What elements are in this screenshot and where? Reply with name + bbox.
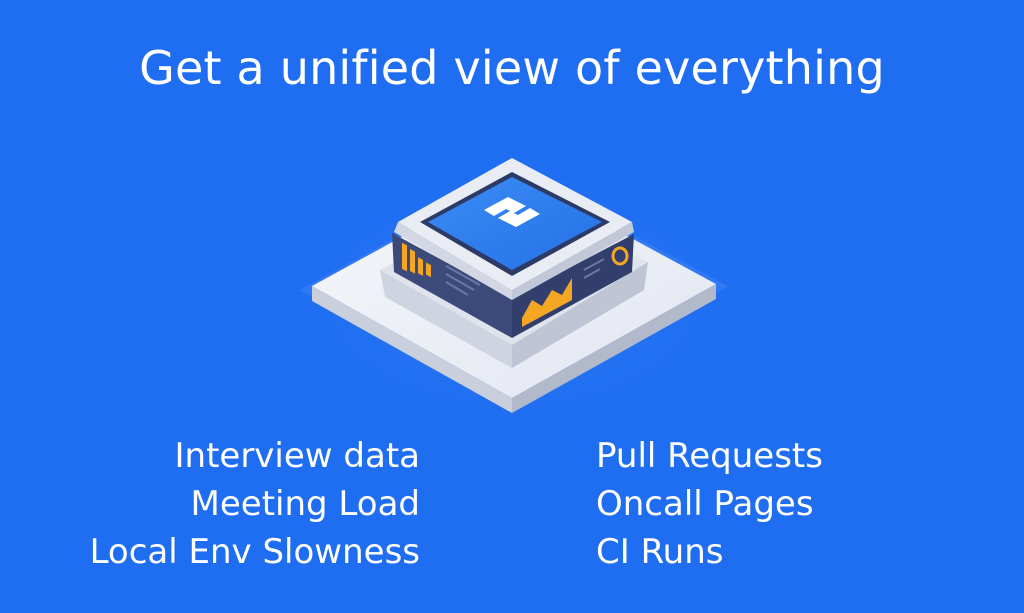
list-item: CI Runs	[596, 532, 724, 572]
area-chart-icon	[522, 258, 605, 327]
list-item: Interview data	[174, 436, 421, 476]
slide-title: Get a unified view of everything	[139, 41, 885, 95]
list-item: Oncall Pages	[596, 484, 814, 524]
data-sources-right: Pull Requests Oncall Pages CI Runs	[596, 432, 996, 576]
list-item: Pull Requests	[596, 436, 823, 476]
data-sources-left: Interview data Meeting Load Local Env Sl…	[20, 432, 420, 576]
sync-logo-icon	[484, 197, 540, 227]
gauge-icon	[611, 246, 629, 266]
bar-chart-icon	[402, 242, 481, 296]
list-item: Meeting Load	[190, 484, 420, 524]
list-item: Local Env Slowness	[89, 532, 420, 572]
